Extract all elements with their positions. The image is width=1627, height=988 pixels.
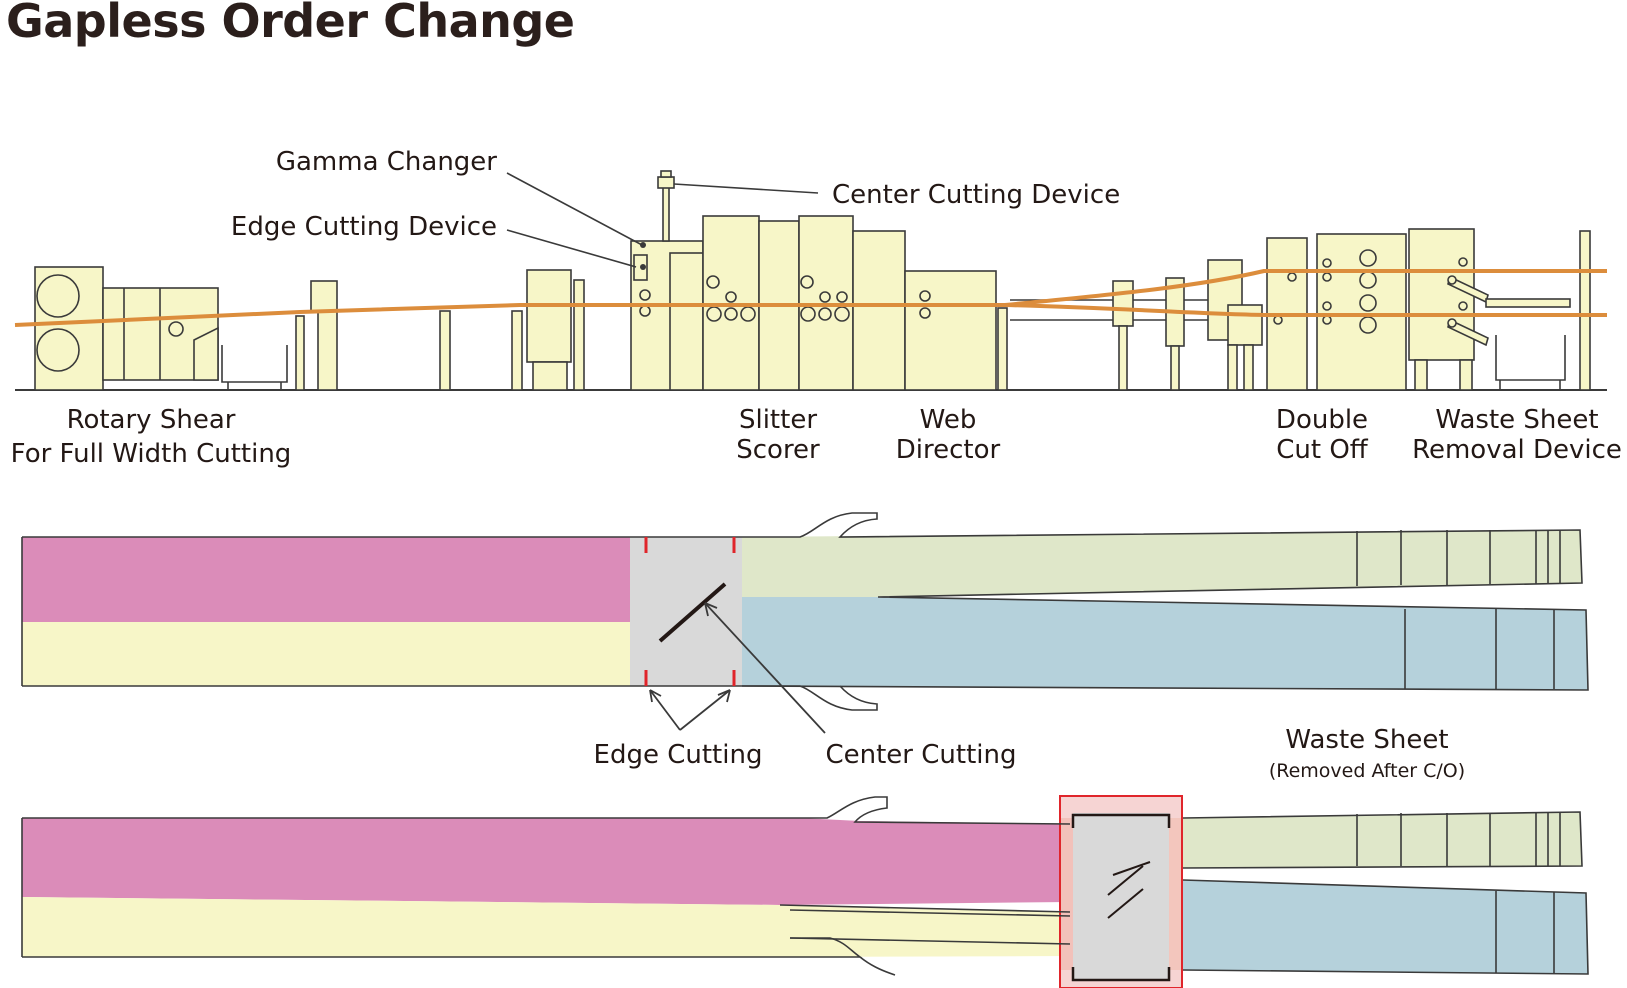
double-cut-off-machine	[1266, 233, 1407, 391]
label-slitter: Slitter	[739, 405, 817, 435]
cart-1	[221, 345, 288, 390]
new-order-top-sheet	[742, 530, 1582, 597]
label-center-cutting: Center Cutting	[825, 740, 1016, 770]
rotary-shear-machine	[34, 266, 219, 391]
stand-3	[1112, 259, 1263, 391]
label-cut-off: Cut Off	[1276, 435, 1369, 465]
web-director-machine	[904, 270, 1230, 391]
old-order-top-sheet-2	[22, 818, 1070, 905]
paper-web-path	[14, 269, 1607, 327]
label-scorer: Scorer	[736, 435, 820, 465]
label-double: Double	[1276, 405, 1368, 435]
diagram-title: Gapless Order Change	[6, 0, 575, 48]
new-order-top-sheet-2	[1183, 812, 1582, 868]
sheet-divisions-top-2	[1356, 812, 1561, 866]
web-diagram-order-change	[21, 795, 1589, 988]
label-edge-cutting: Edge Cutting	[594, 740, 763, 770]
center-cut-line	[658, 582, 727, 643]
callout-gamma-changer: Gamma Changer	[276, 147, 497, 177]
web-diagram-edge-center-cutting	[21, 512, 1589, 734]
corrugator-machine-line	[14, 170, 1607, 391]
waste-bracket	[1071, 813, 1171, 982]
cutting-zone	[630, 537, 742, 686]
sheet-divisions-bottom-2	[1495, 891, 1555, 973]
label-waste-sheet-top: Waste Sheet	[1285, 725, 1448, 755]
post-1	[439, 310, 451, 391]
stand-2	[511, 269, 585, 391]
old-order-top-sheet	[22, 537, 632, 622]
callout-center-cutting-device: Center Cutting Device	[832, 180, 1120, 210]
edge-cut-marks	[644, 537, 736, 686]
label-web: Web	[920, 405, 977, 435]
new-order-bottom-sheet	[742, 597, 1588, 690]
callout-leaders	[506, 172, 819, 268]
center-cut-lines-2	[1107, 861, 1151, 919]
label-waste-sheet: Waste Sheet	[1435, 405, 1598, 435]
edge-cutting-arrows	[649, 689, 731, 731]
center-cutting-arrow	[704, 602, 826, 734]
label-director: Director	[896, 435, 1001, 465]
sheet-divisions-top	[1356, 530, 1561, 586]
waste-sheet-removal-machine	[1408, 228, 1591, 391]
label-rotary-shear: Rotary Shear	[67, 405, 236, 435]
callout-edge-cutting-device: Edge Cutting Device	[231, 212, 497, 242]
stand-1	[295, 280, 338, 391]
new-order-bottom-sheet-2	[1183, 880, 1588, 974]
label-full-width-cutting: For Full Width Cutting	[11, 439, 292, 469]
waste-sheet-zone	[1073, 813, 1169, 980]
label-removal-device: Removal Device	[1412, 435, 1622, 465]
old-order-bottom-sheet-2	[22, 897, 1070, 957]
label-removed-after-co: (Removed After C/O)	[1269, 760, 1465, 782]
old-order-bottom-sheet	[22, 622, 632, 686]
sheet-divisions-bottom	[1404, 609, 1555, 689]
